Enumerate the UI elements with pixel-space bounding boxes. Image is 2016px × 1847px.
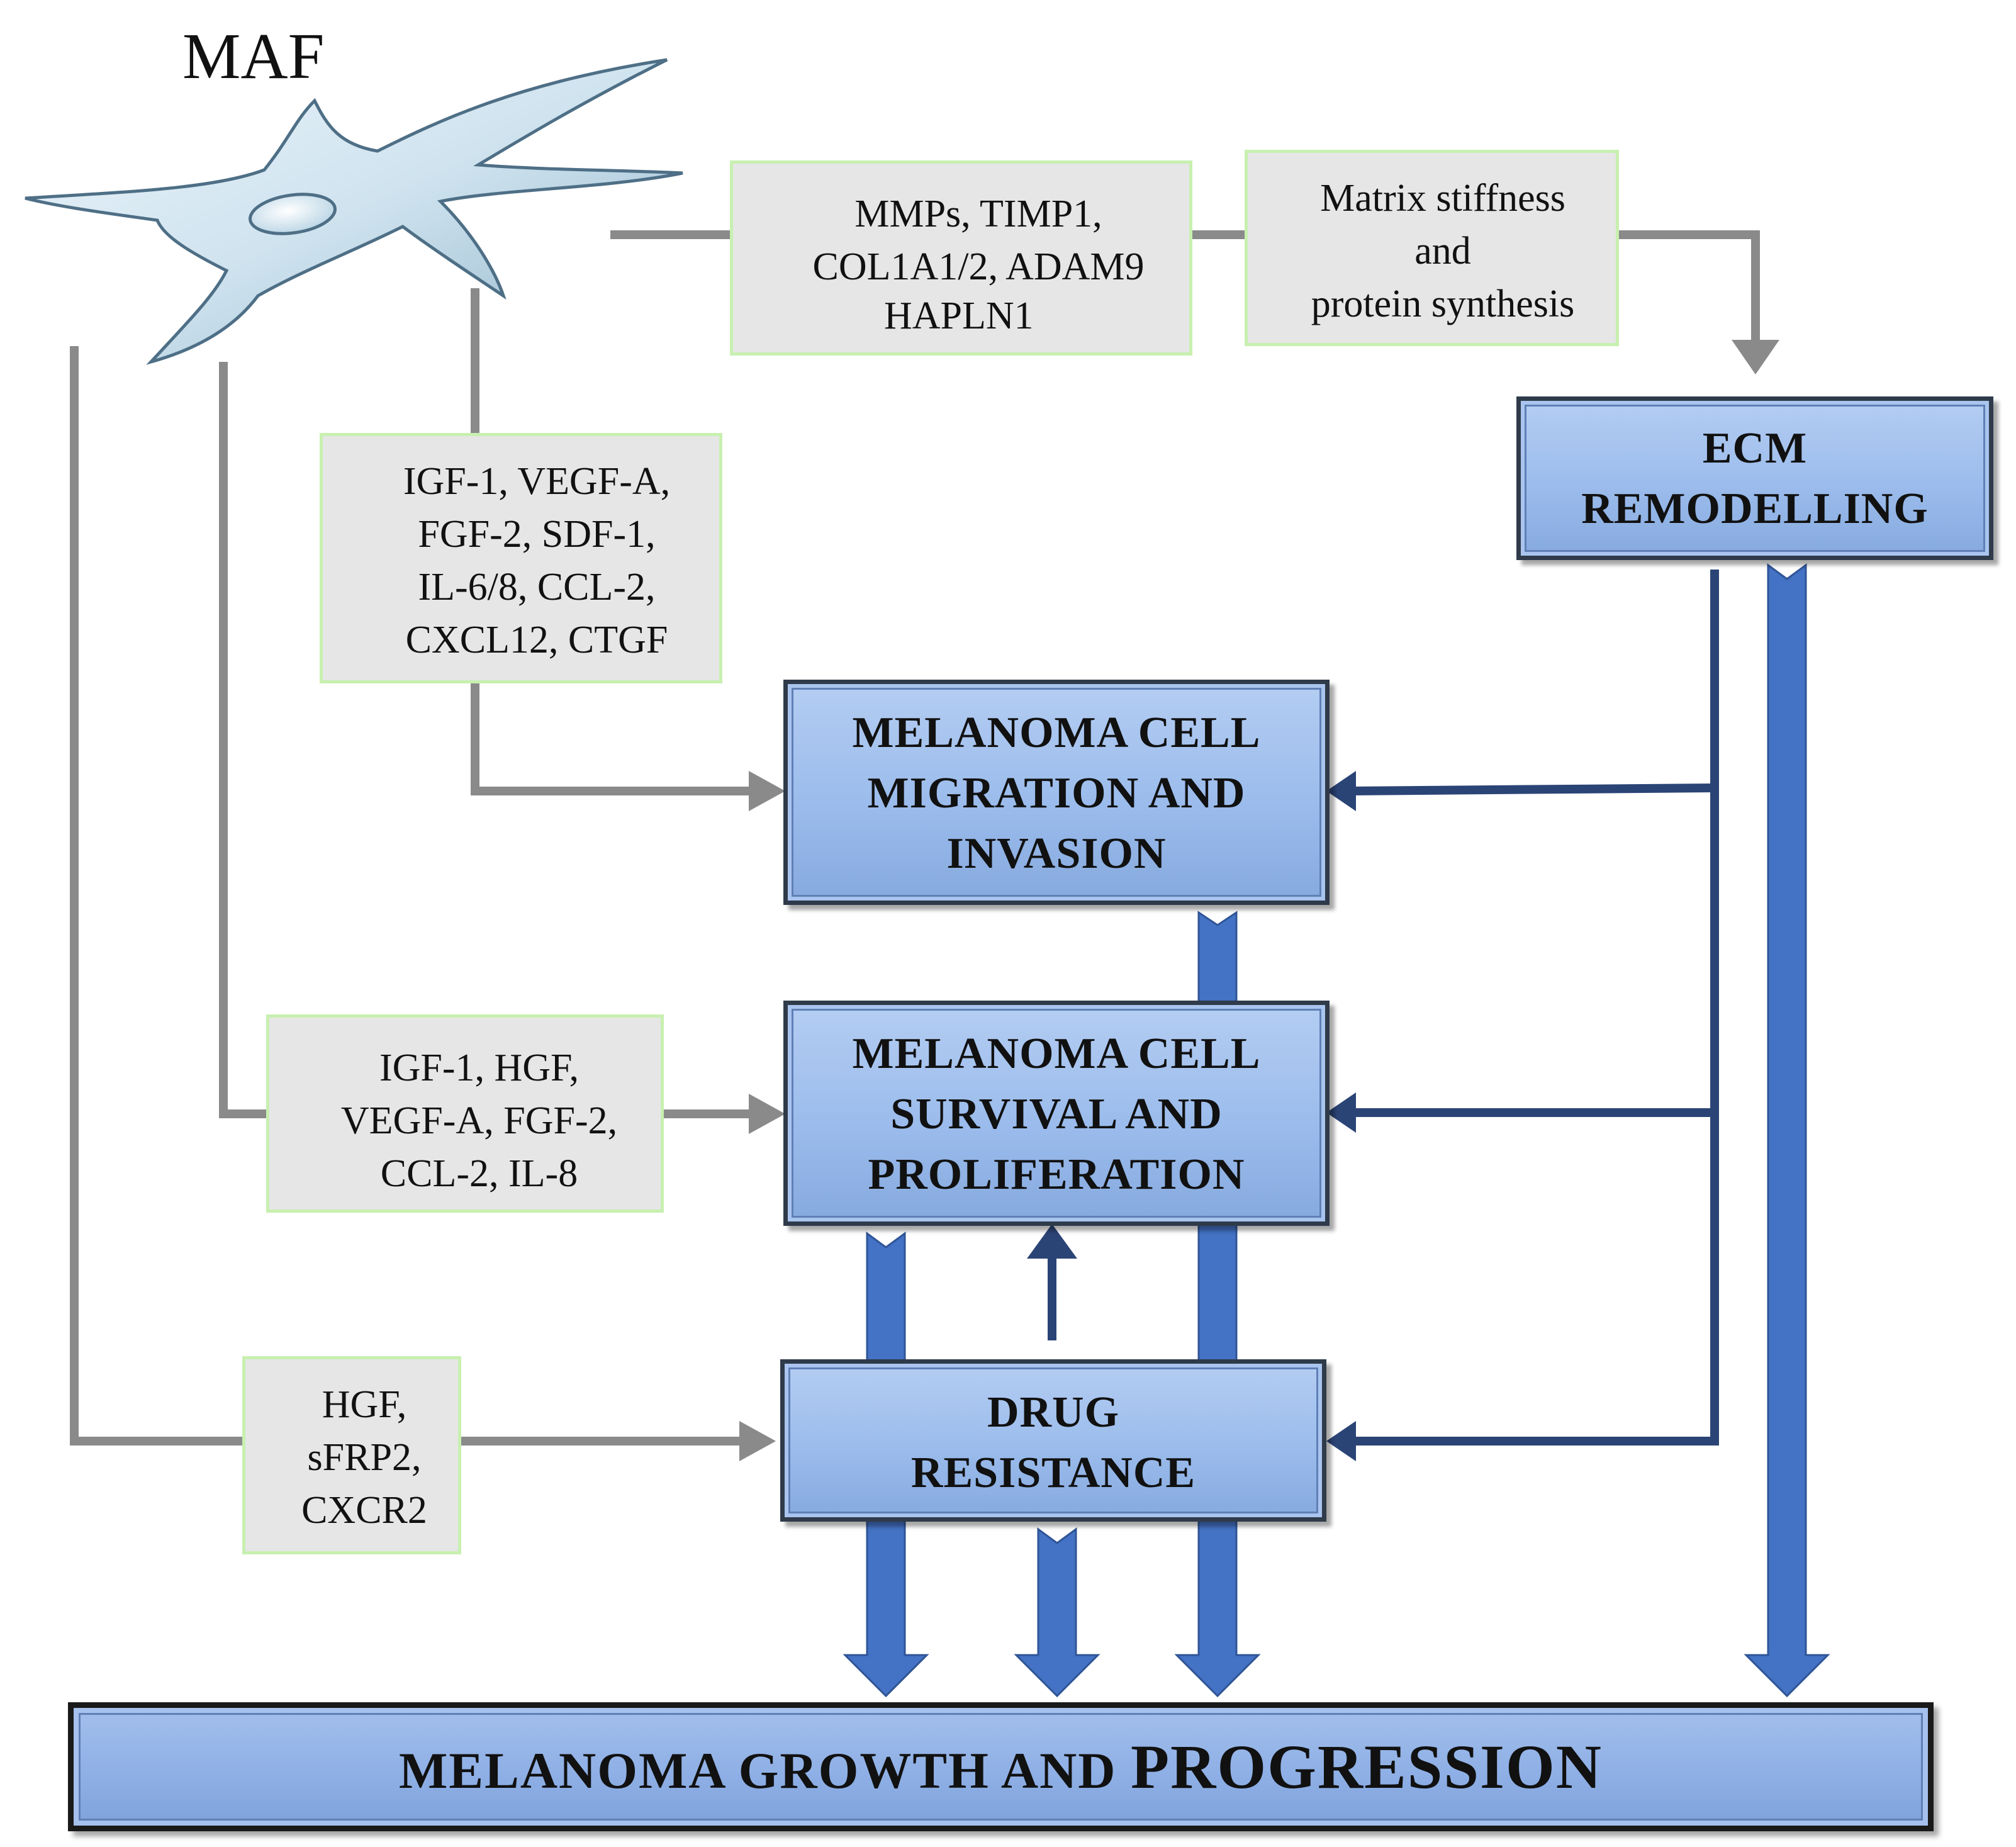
factor-line: Matrix stiffness [1320,177,1565,220]
survival-factors-box: IGF-1, HGF, VEGF-A, FGF-2, CCL-2, IL-8 [266,1014,664,1213]
factor-line: protein synthesis [1311,283,1575,325]
gray-connectors [70,230,1760,1446]
factor-line: COL1A1/2, ADAM9 [812,245,1145,288]
growth-progression-box: MELANOMA GROWTH AND PROGRESSION [68,1702,1934,1831]
process-line: MIGRATION AND [867,769,1246,817]
factor-line: CCL-2, IL-8 [380,1152,578,1195]
outcome-label-part1: MELANOMA GROWTH AND [399,1742,1131,1799]
process-line: RESISTANCE [910,1449,1196,1497]
matrix-stiffness-box: Matrix stiffness and protein synthesis [1245,150,1619,346]
process-line: ECM [1702,424,1808,473]
ecm-remodelling-box: ECM REMODELLING [1516,396,1993,560]
process-line: REMODELLING [1581,485,1929,533]
process-line: DRUG [987,1388,1120,1437]
process-line: MELANOMA CELL [852,709,1261,757]
process-line: INVASION [946,829,1167,878]
factor-line: HGF, [322,1383,407,1426]
process-line: MELANOMA CELL [852,1030,1261,1078]
factor-line: IGF-1, VEGF-A, [403,460,671,503]
factor-line: MMPs, TIMP1, [854,193,1102,235]
cell-label: MAF [182,20,325,93]
survival-proliferation-box: MELANOMA CELL SURVIVAL AND PROLIFERATION [783,1001,1330,1226]
factor-line: CXCL12, CTGF [405,619,668,661]
process-line: SURVIVAL AND [890,1090,1223,1138]
migration-invasion-box: MELANOMA CELL MIGRATION AND INVASION [783,680,1330,905]
factor-line: HAPLN1 [884,295,1034,337]
factor-line: and [1414,230,1471,272]
factor-line: CXCR2 [301,1489,427,1532]
factor-line: IGF-1, HGF, [379,1047,580,1089]
factor-line: IL-6/8, CCL-2, [418,566,656,609]
outcome-label: MELANOMA GROWTH AND PROGRESSION [399,1731,1603,1803]
navy-connectors [1048,570,1719,1446]
process-line: PROLIFERATION [868,1150,1245,1199]
gray-arrowheads [739,340,1779,1461]
navy-arrowheads [1027,771,1356,1461]
factor-line: sFRP2, [307,1436,422,1479]
ecm-factors-box: MMPs, TIMP1, COL1A1/2, ADAM9 HAPLN1 [730,160,1192,356]
fibroblast-cell-icon [25,58,683,365]
migration-factors-box: IGF-1, VEGF-A, FGF-2, SDF-1, IL-6/8, CCL… [320,433,722,683]
drug-resistance-box: DRUG RESISTANCE [780,1359,1326,1522]
factor-line: FGF-2, SDF-1, [418,513,656,556]
factor-line: VEGF-A, FGF-2, [340,1099,618,1142]
outcome-label-part2: PROGRESSION [1131,1732,1603,1802]
resistance-factors-box: HGF, sFRP2, CXCR2 [242,1356,461,1554]
